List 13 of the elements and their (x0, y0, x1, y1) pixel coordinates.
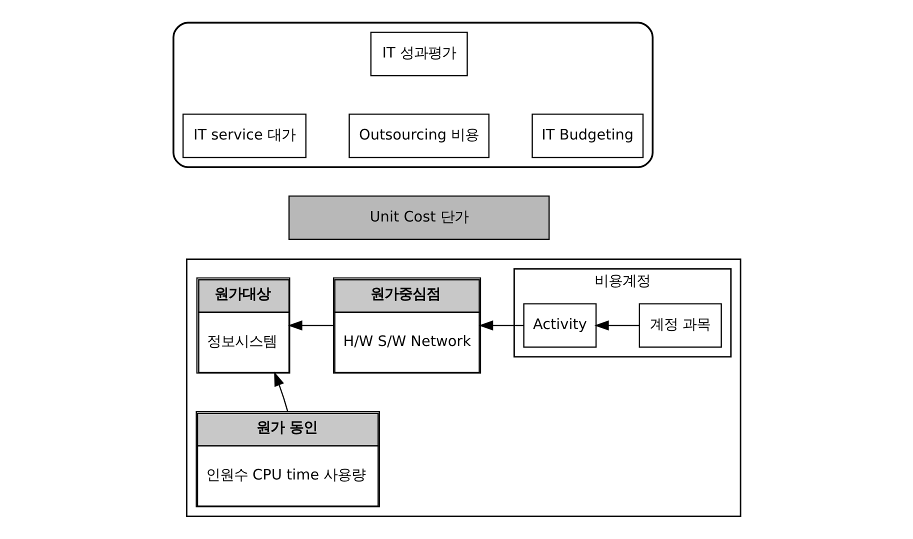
node-box: Unit Cost 단가 (288, 195, 550, 240)
arrow (287, 320, 333, 331)
node-box: IT Budgeting (531, 114, 644, 158)
cluster (172, 22, 654, 168)
node-box: 계정 과목 (638, 303, 722, 348)
arrow (594, 320, 639, 331)
node-box: IT 성과평가 (370, 32, 468, 76)
node-box: IT service 대가 (182, 114, 306, 158)
node-box: Activity (522, 303, 596, 348)
node-box: Outsourcing 비용 (348, 114, 489, 158)
arrow (274, 372, 288, 412)
arrow (478, 320, 524, 331)
cluster (185, 258, 741, 518)
